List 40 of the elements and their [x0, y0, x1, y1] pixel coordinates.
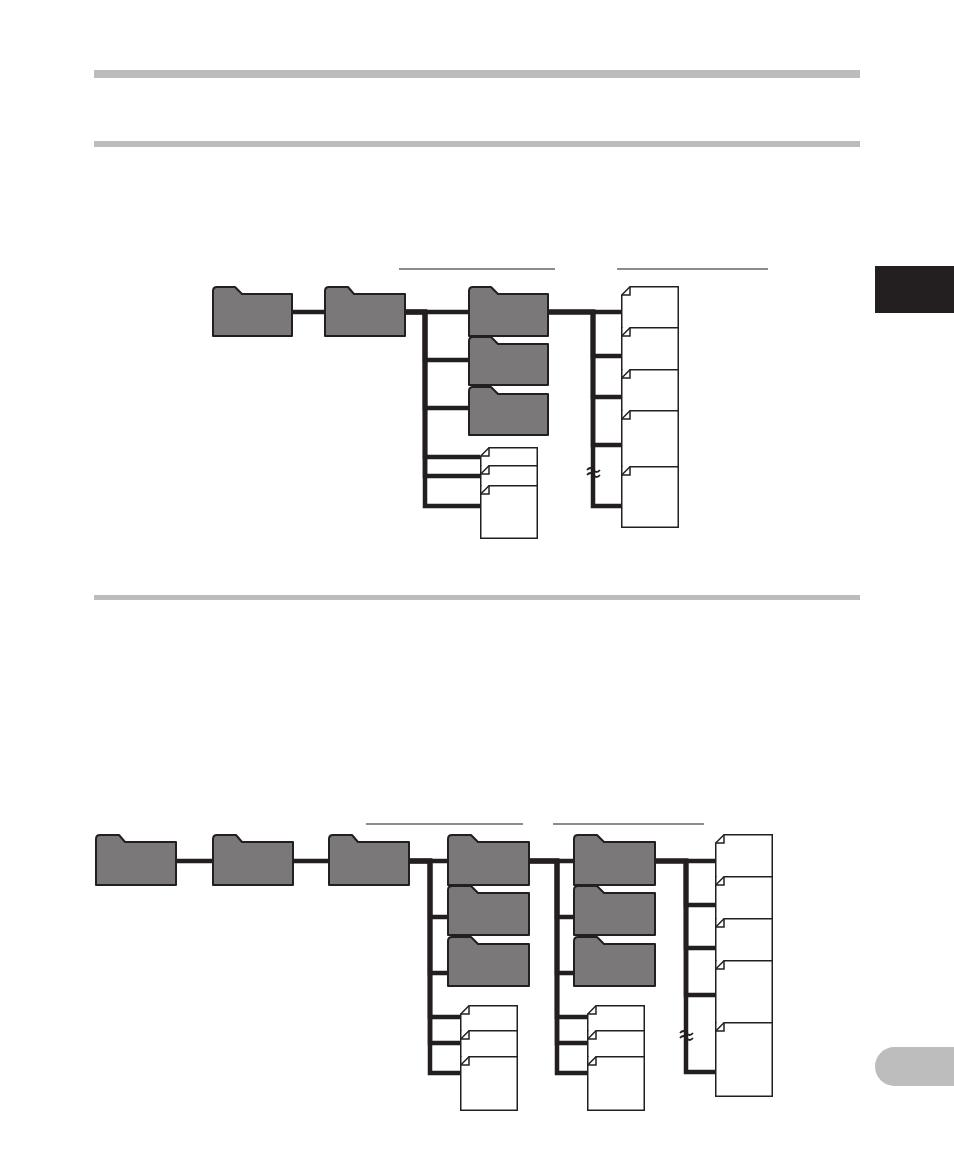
document-icon — [480, 485, 538, 539]
document-icon — [460, 1030, 518, 1057]
folder-icon — [212, 286, 293, 337]
folder-icon — [468, 386, 549, 436]
folder-icon — [573, 834, 656, 886]
folder-icon — [324, 286, 406, 337]
connector-line — [177, 858, 212, 864]
folder-icon — [447, 885, 530, 936]
document-icon — [621, 369, 679, 411]
folder-icon — [447, 834, 530, 886]
connector-line — [656, 858, 715, 1075]
folder-icon — [328, 834, 410, 886]
document-icon — [621, 327, 679, 370]
document-icon — [715, 1022, 773, 1097]
page-tab — [875, 1047, 954, 1086]
document-icon — [715, 918, 773, 961]
folder-icon — [95, 834, 177, 886]
document-icon — [587, 1030, 645, 1057]
document-icon — [480, 465, 538, 486]
folder-icon — [468, 336, 549, 386]
folder-icon — [573, 936, 656, 987]
side-tab — [875, 266, 954, 313]
document-icon — [480, 447, 538, 466]
connector-line — [293, 309, 324, 315]
document-icon — [715, 834, 773, 877]
folder-icon — [573, 885, 656, 936]
document-icon — [460, 1056, 518, 1111]
document-icon — [621, 410, 679, 467]
document-icon — [715, 960, 773, 1023]
document-icon — [621, 286, 679, 328]
folder-icon — [447, 936, 530, 987]
document-icon — [587, 1056, 645, 1111]
folder-icon — [212, 834, 294, 886]
connector-line — [549, 309, 621, 509]
document-icon — [715, 876, 773, 919]
document-icon — [460, 1005, 518, 1031]
document-icon — [621, 466, 679, 528]
folder-icon — [468, 286, 549, 337]
connector-line — [294, 858, 328, 864]
document-icon — [587, 1005, 645, 1031]
